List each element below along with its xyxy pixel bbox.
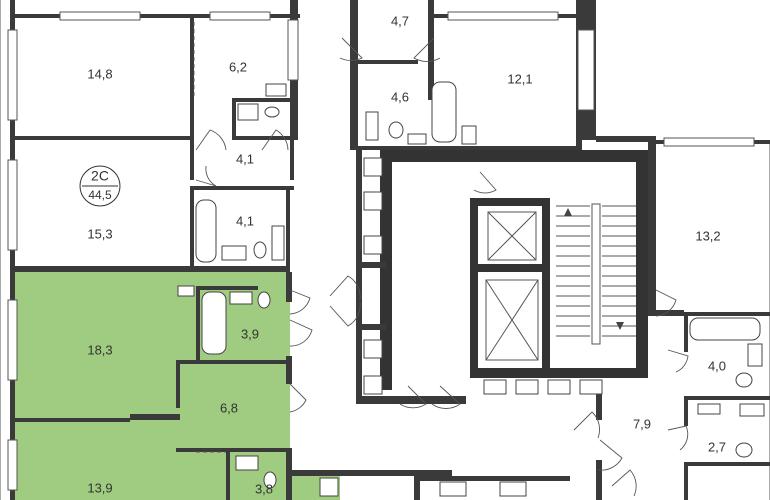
windows [7,11,755,491]
room-area-15-3: 15,3 [87,226,112,241]
doors [193,22,689,497]
room-labels: 14,8 6,2 4,1 4,1 15,3 4,7 4,6 12,1 13,2 … [87,13,726,496]
room-area-18-3: 18,3 [87,342,112,357]
room-area-6-8: 6,8 [220,400,238,415]
room-area-4-6: 4,6 [391,89,409,104]
apartment-code: 2C [91,168,109,184]
lift-lower [485,279,539,361]
highlight-room-18-3[interactable] [12,272,178,420]
core [485,203,636,361]
room-area-4-1-bath: 4,1 [236,213,254,228]
stairs-arrow-down [616,322,624,330]
room-area-4-7: 4,7 [391,13,409,28]
room-area-13-9: 13,9 [87,480,112,495]
room-area-2-7: 2,7 [708,439,726,454]
highlight-room-6-8[interactable] [178,364,290,450]
highlight-room-13-9[interactable] [12,420,178,500]
room-area-14-8: 14,8 [87,66,112,81]
room-area-7-9: 7,9 [633,416,651,431]
lift-upper [487,211,537,261]
room-area-4-1-corridor: 4,1 [236,151,254,166]
room-area-12-1: 12,1 [507,71,532,86]
room-area-3-9: 3,9 [241,326,259,341]
room-area-6-2: 6,2 [229,59,247,74]
fixtures [177,81,765,497]
stairs-arrow-up [564,208,572,216]
apartment-total-area: 44,5 [88,188,112,202]
stairs [556,203,636,345]
room-area-4-0: 4,0 [708,358,726,373]
room-area-3-8: 3,8 [255,481,273,496]
stair-stringer [591,203,601,345]
highlighted-apartment[interactable] [12,272,340,500]
room-area-13-2: 13,2 [695,228,720,243]
highlight-room-3-9[interactable] [178,272,290,364]
apartment-badge[interactable]: 2C 44,5 [79,165,121,207]
